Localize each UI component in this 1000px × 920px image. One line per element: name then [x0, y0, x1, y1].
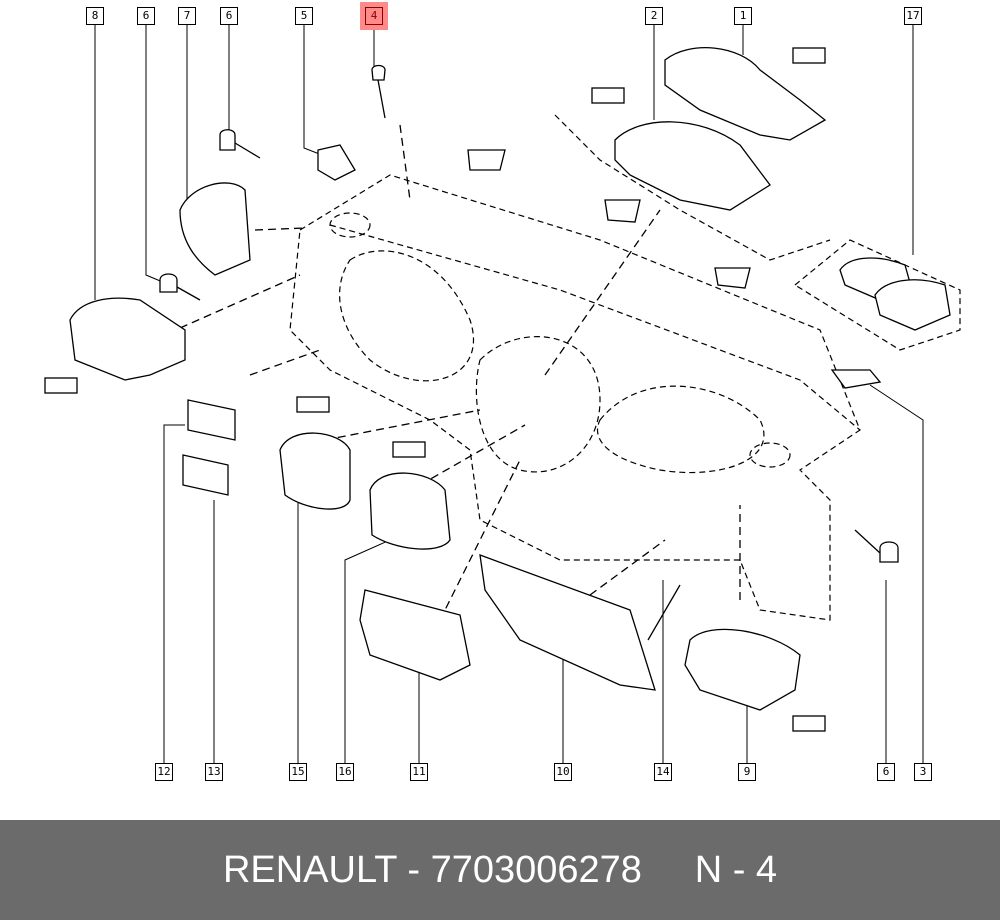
- clip: [467, 149, 506, 171]
- callout-3: 3: [914, 763, 932, 781]
- leader-lines: [94, 25, 924, 772]
- instrument-cluster-part-1: [664, 47, 827, 141]
- trim-part-7: [179, 182, 251, 276]
- parts: [69, 47, 951, 711]
- dashboard-exploded-view: [44, 25, 961, 772]
- reference-tags: [44, 47, 826, 732]
- dashboard-outline: [289, 114, 961, 621]
- rod-part-14: [647, 584, 681, 641]
- bolt-part-6: [219, 129, 236, 151]
- cluster-hood-part-2: [614, 121, 771, 211]
- callout-6: 6: [137, 7, 155, 25]
- callout-13: 13: [205, 763, 223, 781]
- callout-5: 5: [295, 7, 313, 25]
- callout-10: 10: [554, 763, 572, 781]
- callout-16: 16: [336, 763, 354, 781]
- vent-part-8: [69, 297, 186, 381]
- callout-6: 6: [220, 7, 238, 25]
- vent-part-16: [369, 472, 451, 550]
- screw-part-6c: [879, 541, 899, 563]
- vent-part-9: [684, 628, 801, 711]
- callout-7: 7: [178, 7, 196, 25]
- callout-15: 15: [289, 763, 307, 781]
- switch-part-5: [317, 144, 356, 181]
- switch-part-12: [187, 399, 236, 441]
- callout-11: 11: [410, 763, 428, 781]
- screw-part-4: [371, 64, 386, 81]
- glovebox-part-11: [359, 589, 471, 681]
- callout-2: 2: [645, 7, 663, 25]
- callout-4-highlighted: 4: [365, 7, 383, 25]
- callout-8: 8: [86, 7, 104, 25]
- bolt-part-6b: [159, 273, 178, 293]
- callout-12: 12: [155, 763, 173, 781]
- arrows: [179, 124, 741, 621]
- callout-1: 1: [734, 7, 752, 25]
- callout-9: 9: [738, 763, 756, 781]
- switch-part-13: [182, 454, 229, 496]
- clip-part-3: [830, 369, 882, 389]
- callout-6: 6: [877, 763, 895, 781]
- part-number-footer: RENAULT - 7703006278 N - 4: [0, 820, 1000, 920]
- glovebox-lid-part-10: [479, 554, 656, 691]
- callout-17: 17: [904, 7, 922, 25]
- vent-part-15: [279, 432, 351, 510]
- callout-14: 14: [654, 763, 672, 781]
